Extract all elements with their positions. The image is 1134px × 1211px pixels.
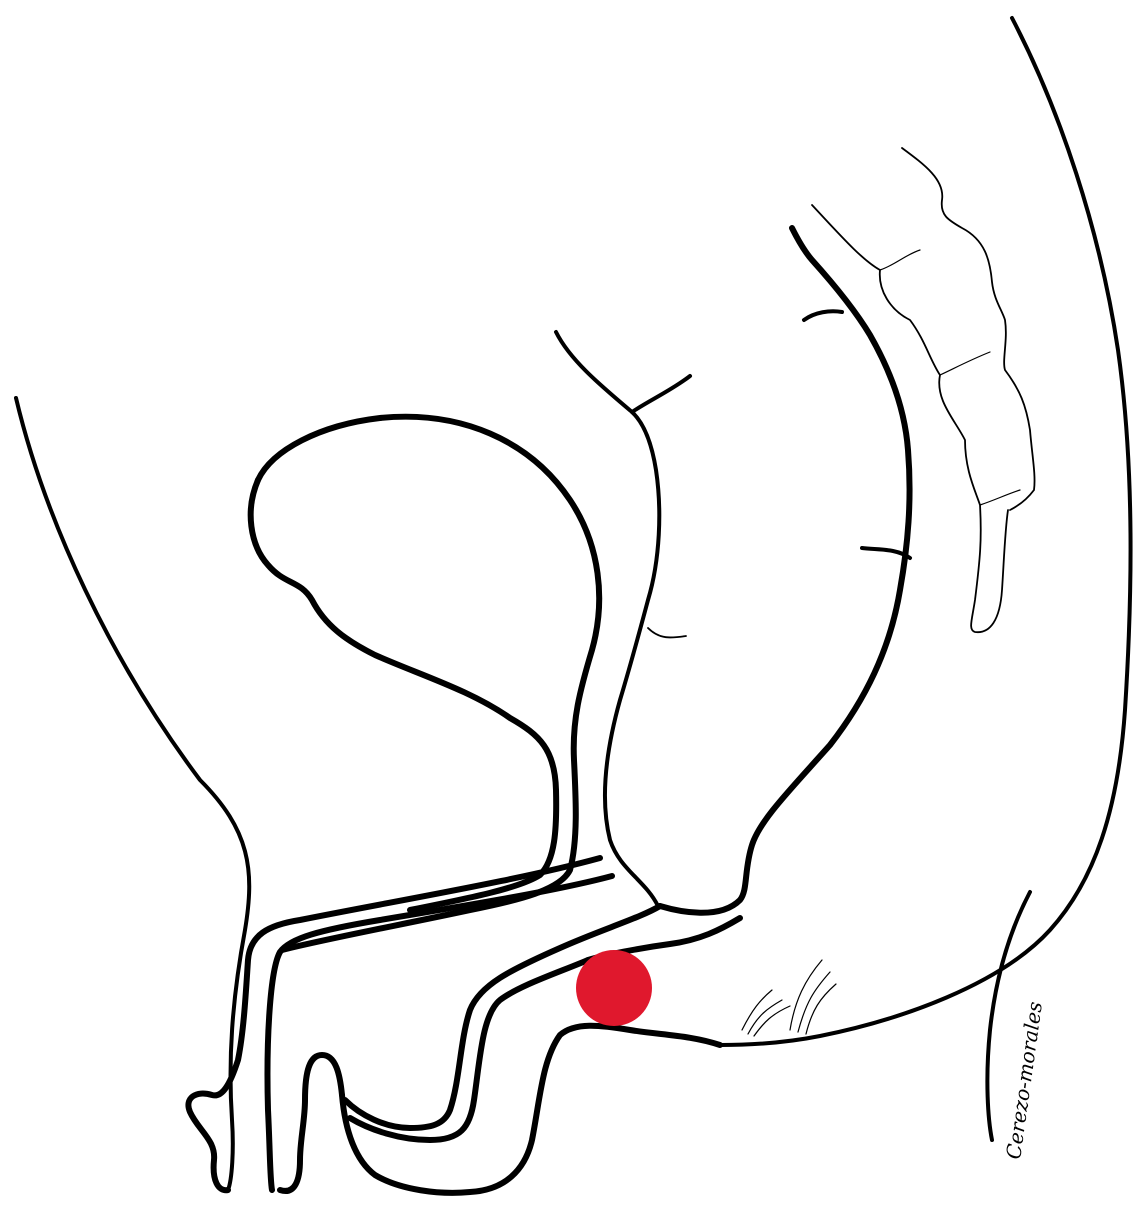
- sacrum-ridge-1: [880, 250, 920, 270]
- sacrum-outer: [812, 205, 1008, 632]
- external-genitalia-outline: [188, 858, 600, 1190]
- urethra-line-lower: [280, 1055, 342, 1191]
- bladder-inner-outline: [251, 480, 557, 910]
- scrotum-outline: [342, 1026, 720, 1193]
- rectum-fold-upper: [804, 311, 842, 320]
- posterior-body-wall: [720, 18, 1131, 1045]
- prostate-wall: [660, 228, 910, 913]
- sacrum-ridge-2: [940, 352, 990, 375]
- seminal-vesicle-branch: [632, 376, 690, 412]
- hair-tuft-1: [742, 990, 790, 1036]
- artist-signature: Cerezo-morales: [1001, 1000, 1047, 1161]
- hair-tuft-2: [790, 960, 836, 1034]
- seminal-vesicle-line: [556, 332, 659, 906]
- sacrum-inner: [902, 148, 1035, 510]
- anterior-abdominal-wall: [16, 398, 249, 1190]
- sacrum-ridge-3: [980, 490, 1020, 505]
- seminal-vesicle-notch: [648, 628, 686, 638]
- marker-dot: [576, 950, 652, 1026]
